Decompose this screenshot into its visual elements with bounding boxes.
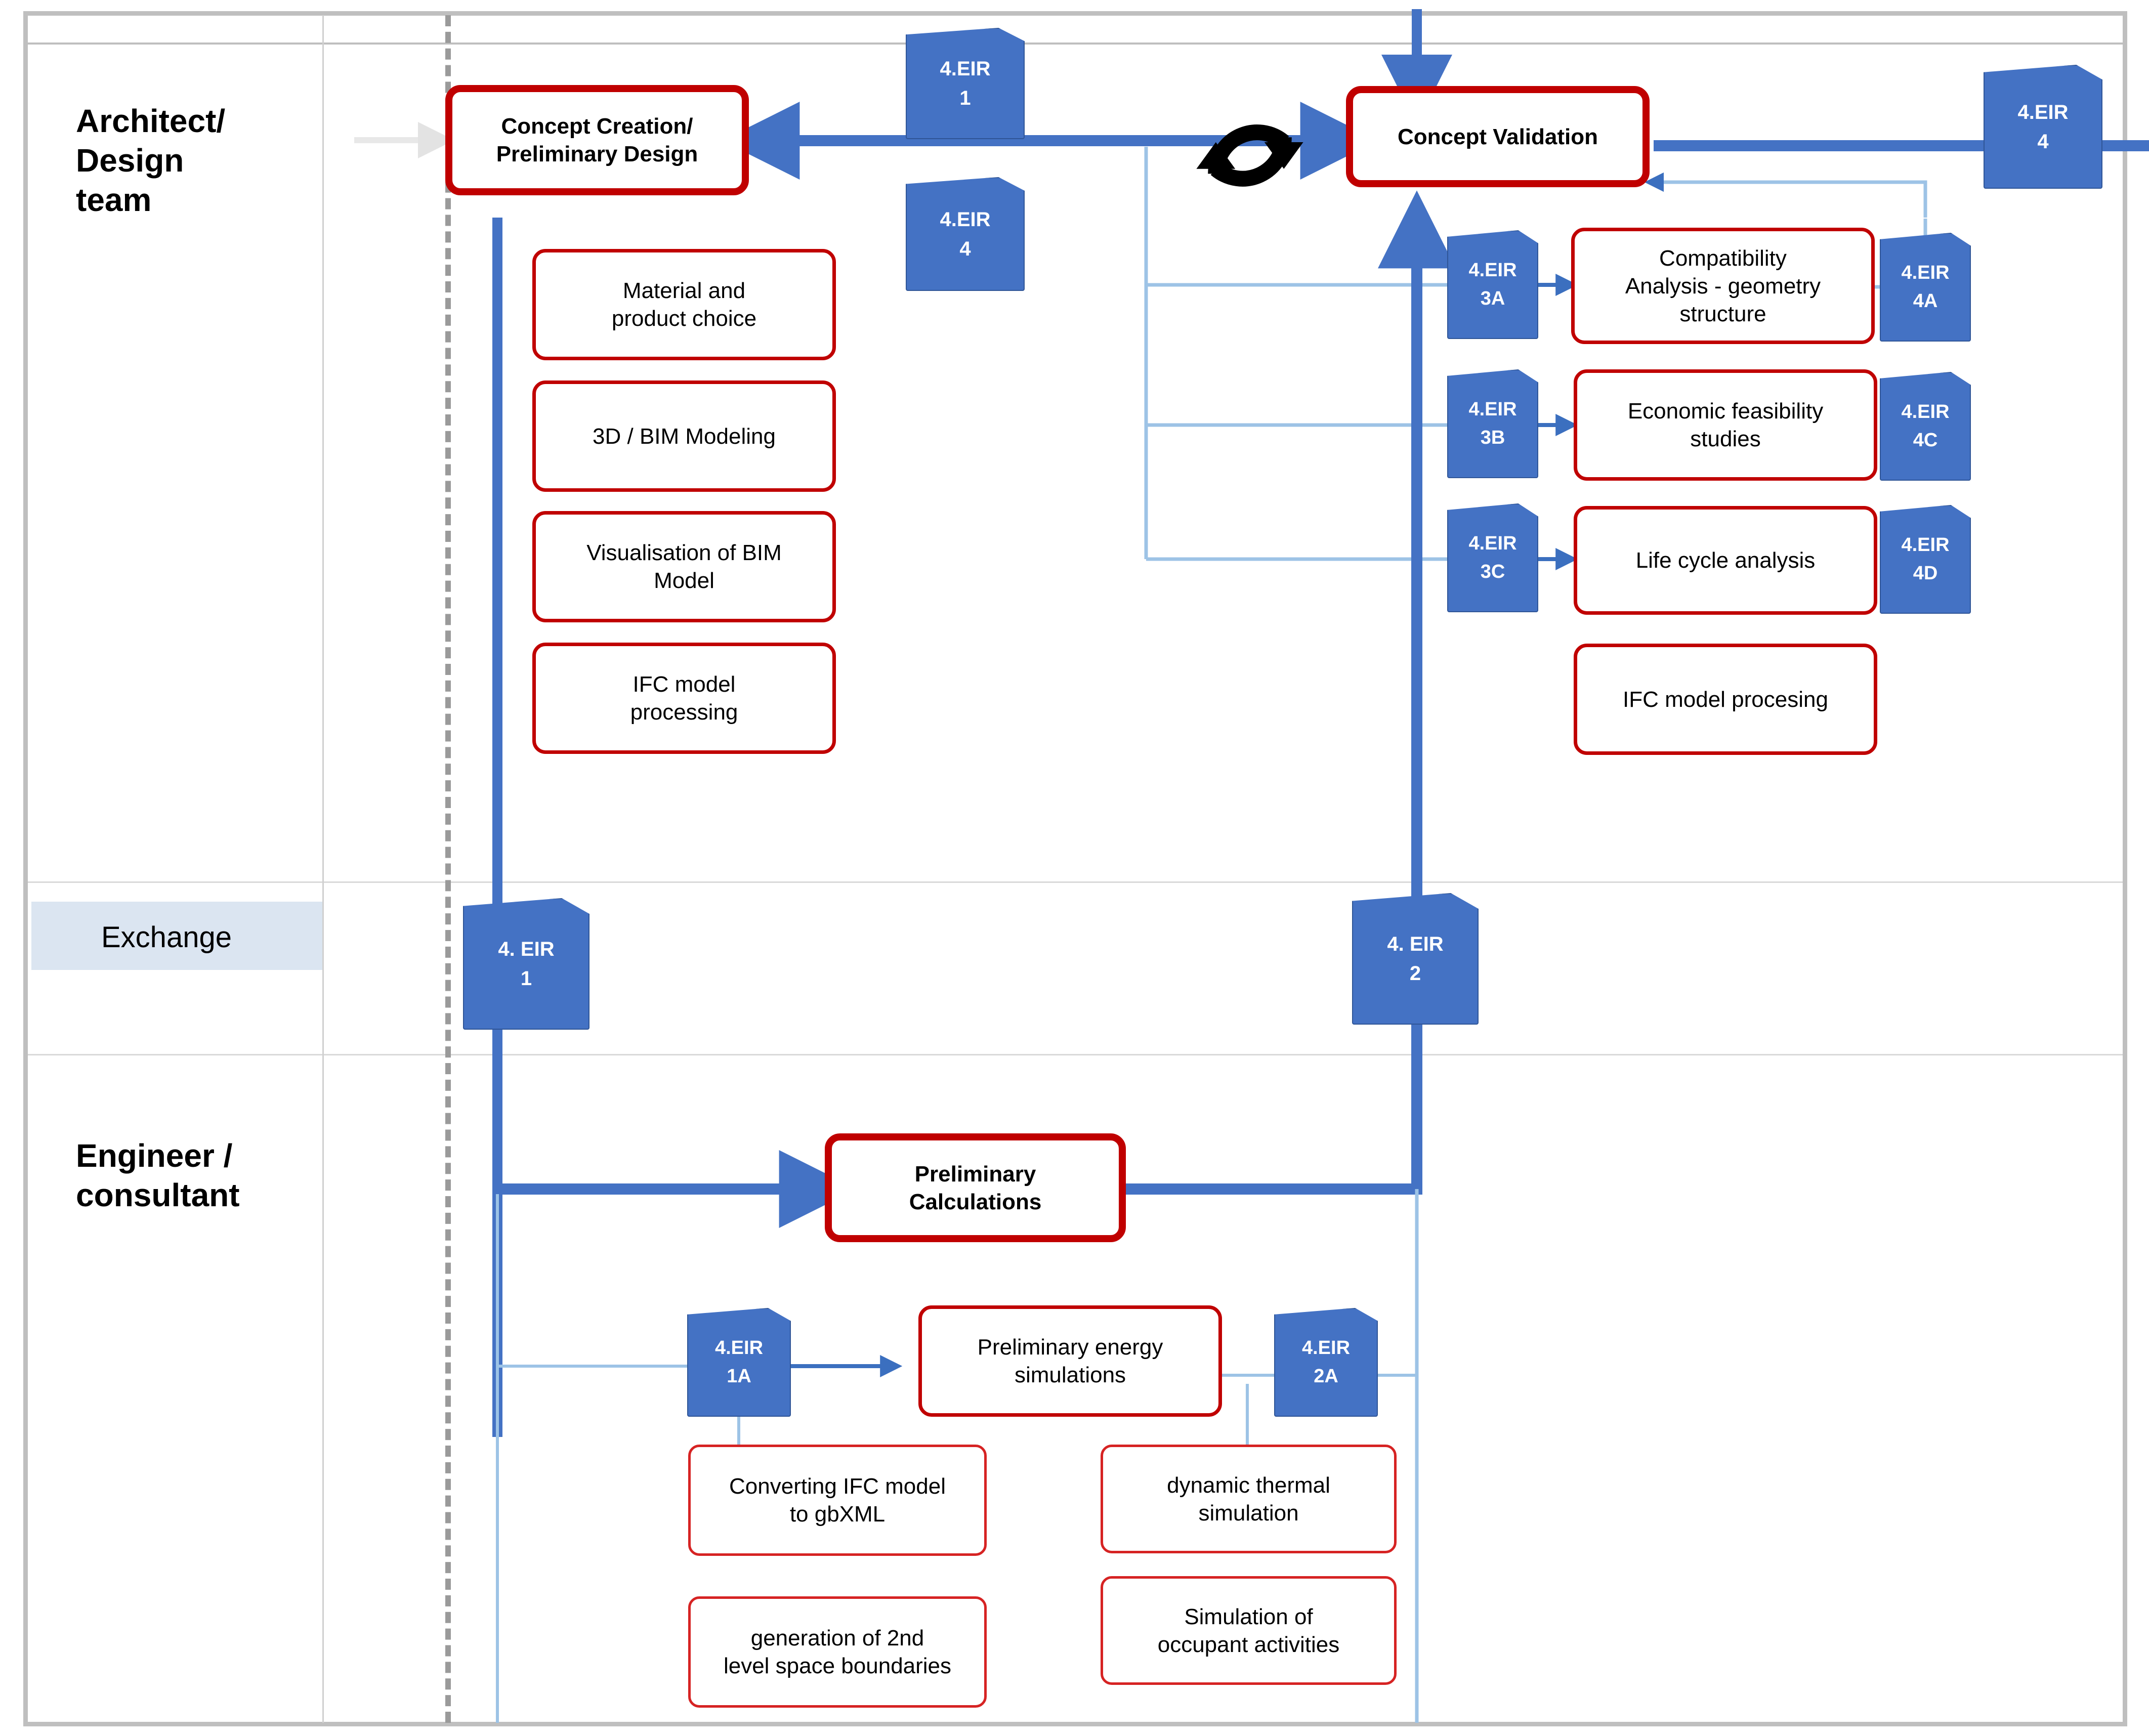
process-label: generation of 2nd level space boundaries <box>723 1626 952 1678</box>
process-label: Converting IFC model to gbXML <box>729 1474 946 1527</box>
eir-tag-label: 4.EIR 3B <box>1468 399 1517 448</box>
process-label: IFC model procesing <box>1623 687 1828 712</box>
phase-separator-dashed <box>445 15 451 1723</box>
eir-tag-4-top[interactable]: 4.EIR 4 <box>906 177 1025 291</box>
eir-tag-1-top[interactable]: 4.EIR 1 <box>906 28 1025 139</box>
eir-tag-label: 4. EIR 1 <box>498 938 555 990</box>
eir-tag-4-right[interactable]: 4.EIR 4 <box>1984 65 2102 189</box>
process-life-cycle-analysis[interactable]: Life cycle analysis <box>1574 506 1877 615</box>
eir-tag-4d[interactable]: 4.EIR 4D <box>1880 505 1971 614</box>
process-label: Life cycle analysis <box>1635 548 1816 573</box>
process-label: 3D / BIM Modeling <box>593 424 776 449</box>
process-visualisation-bim-model[interactable]: Visualisation of BIM Model <box>532 511 836 622</box>
eir-tag-label: 4.EIR 3C <box>1468 533 1517 582</box>
eir-tag-label: 4.EIR 1A <box>714 1337 764 1387</box>
process-ifc-model-procesing-right[interactable]: IFC model procesing <box>1574 644 1877 755</box>
lane-divider-top <box>28 43 2123 45</box>
eir-tag-2a[interactable]: 4.EIR 2A <box>1274 1308 1378 1417</box>
process-3d-bim-modeling[interactable]: 3D / BIM Modeling <box>532 380 836 492</box>
lane-label-engineer: Engineer / consultant <box>76 1137 240 1214</box>
eir-tag-label: 4.EIR 3A <box>1468 260 1517 309</box>
lane-divider-exchange-engineer <box>28 1054 2123 1055</box>
eir-tag-label: 4.EIR 1 <box>940 58 991 109</box>
process-label: Simulation of occupant activities <box>1157 1604 1340 1657</box>
eir-tag-label: 4.EIR 4C <box>1901 401 1950 451</box>
process-label: dynamic thermal simulation <box>1167 1472 1330 1526</box>
lane-divider-architect-exchange <box>28 881 2123 883</box>
process-label: Preliminary Calculations <box>909 1161 1042 1214</box>
eir-tag-4c[interactable]: 4.EIR 4C <box>1880 372 1971 481</box>
exchange-band <box>31 902 322 970</box>
process-dynamic-thermal-simulation[interactable]: dynamic thermal simulation <box>1101 1445 1397 1553</box>
eir-exchange-tag-2[interactable]: 4. EIR 2 <box>1352 893 1479 1025</box>
process-material-product-choice[interactable]: Material and product choice <box>532 249 836 360</box>
process-label: Concept Creation/ Preliminary Design <box>496 114 698 166</box>
eir-tag-3c[interactable]: 4.EIR 3C <box>1447 503 1538 612</box>
lane-label-exchange: Exchange <box>101 921 232 954</box>
eir-tag-3a[interactable]: 4.EIR 3A <box>1447 230 1538 339</box>
process-preliminary-energy-simulations[interactable]: Preliminary energy simulations <box>918 1305 1222 1417</box>
eir-tag-3b[interactable]: 4.EIR 3B <box>1447 369 1538 478</box>
process-label: Preliminary energy simulations <box>977 1335 1163 1387</box>
refresh-loop-icon <box>1196 124 1303 187</box>
diagram-frame <box>23 11 2127 1726</box>
process-label: IFC model processing <box>630 672 738 725</box>
eir-exchange-tag-1[interactable]: 4. EIR 1 <box>463 898 589 1030</box>
process-label: Concept Validation <box>1397 124 1598 149</box>
process-generation-space-boundaries[interactable]: generation of 2nd level space boundaries <box>688 1596 987 1708</box>
process-concept-creation[interactable]: Concept Creation/ Preliminary Design <box>445 85 749 195</box>
process-label: Compatibility Analysis - geometry struct… <box>1625 245 1821 326</box>
process-economic-feasibility[interactable]: Economic feasibility studies <box>1574 369 1877 481</box>
eir-tag-label: 4.EIR 4D <box>1901 534 1950 584</box>
eir-tag-label: 4.EIR 4 <box>940 208 991 260</box>
eir-tag-label: 4.EIR 4A <box>1901 262 1950 312</box>
process-label: Economic feasibility studies <box>1627 399 1824 451</box>
lane-label-architect: Architect/ Design team <box>76 103 226 219</box>
eir-tag-label: 4.EIR 2A <box>1301 1337 1351 1387</box>
eir-tag-4a[interactable]: 4.EIR 4A <box>1880 233 1971 342</box>
process-label: Material and product choice <box>611 278 757 331</box>
process-concept-validation[interactable]: Concept Validation <box>1346 86 1650 187</box>
process-simulation-occupant-activities[interactable]: Simulation of occupant activities <box>1101 1576 1397 1685</box>
process-label: Visualisation of BIM Model <box>586 540 782 593</box>
eir-tag-1a[interactable]: 4.EIR 1A <box>687 1308 791 1417</box>
eir-tag-label: 4.EIR 4 <box>2017 101 2069 153</box>
process-ifc-model-processing-left[interactable]: IFC model processing <box>532 643 836 754</box>
process-compatibility-analysis[interactable]: Compatibility Analysis - geometry struct… <box>1571 228 1875 344</box>
eir-tag-label: 4. EIR 2 <box>1387 933 1444 985</box>
label-column-divider <box>322 15 324 1723</box>
process-preliminary-calculations[interactable]: Preliminary Calculations <box>825 1133 1126 1242</box>
process-converting-ifc-to-gbxml[interactable]: Converting IFC model to gbXML <box>688 1445 987 1556</box>
